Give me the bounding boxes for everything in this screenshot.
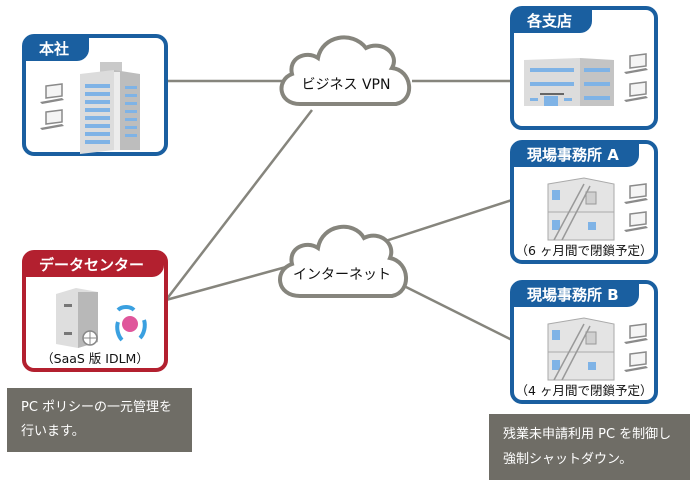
node-site-office-a-title: 現場事務所 A <box>513 143 639 167</box>
site-office-b-illustration <box>547 317 648 381</box>
globe-icon <box>82 330 98 346</box>
node-datacenter: データセンター （SaaS 版 IDLM） <box>22 250 168 372</box>
node-branches-title: 各支店 <box>513 9 593 33</box>
office-tower-icon <box>80 62 140 154</box>
branches-illustration <box>524 53 648 106</box>
cloud-vpn-shape <box>279 35 412 106</box>
line-internet-site-b <box>405 285 513 342</box>
laptop-icon <box>40 109 64 130</box>
node-site-office-b-title: 現場事務所 B <box>513 283 639 307</box>
node-headquarters-title: 本社 <box>25 37 90 61</box>
note-policy-management: PC ポリシーの一元管理を 行います。 <box>7 388 192 452</box>
cloud-vpn-label: ビジネス VPN <box>301 77 391 93</box>
note-right-line1: 残業未申請利用 PC を制御し <box>503 427 672 442</box>
prefab-building-icon <box>547 317 615 381</box>
line-datacenter-vpn <box>165 109 313 301</box>
note-left-line2: 行います。 <box>21 424 85 439</box>
headquarters-illustration <box>40 62 140 154</box>
note-right-line2: 強制シャットダウン。 <box>503 452 633 467</box>
node-site-office-a: 現場事務所 A （6 ヶ月間で閉鎖予定） <box>510 140 658 264</box>
laptop-icon <box>40 83 64 104</box>
laptop-icon <box>624 81 648 102</box>
datacenter-illustration <box>56 288 147 348</box>
site-office-a-caption: （6 ヶ月間で閉鎖予定） <box>515 243 653 258</box>
node-branches: 各支店 <box>510 6 658 130</box>
prefab-building-icon <box>547 177 615 241</box>
laptop-icon <box>624 183 648 204</box>
node-site-office-b: 現場事務所 B （4 ヶ月間で閉鎖予定） <box>510 280 658 404</box>
laptop-icon <box>624 211 648 232</box>
line-datacenter-internet <box>165 265 287 302</box>
node-datacenter-title: データセンター <box>25 253 165 277</box>
site-office-a-illustration <box>547 177 648 241</box>
datacenter-caption: （SaaS 版 IDLM） <box>41 351 149 366</box>
node-headquarters: 本社 <box>22 34 168 156</box>
note-forced-shutdown: 残業未申請利用 PC を制御し 強制シャットダウン。 <box>489 414 690 480</box>
line-internet-site-a <box>375 198 513 246</box>
site-office-b-caption: （4 ヶ月間で閉鎖予定） <box>515 383 653 398</box>
note-left-line1: PC ポリシーの一元管理を <box>21 400 173 415</box>
cloud-internet-shape <box>278 224 408 298</box>
laptop-icon <box>624 323 648 344</box>
laptop-icon <box>624 53 648 74</box>
laptop-icon <box>624 351 648 372</box>
idlm-logo-icon <box>115 305 147 342</box>
cloud-internet-label: インターネット <box>293 267 391 283</box>
office-building-icon <box>524 58 614 106</box>
